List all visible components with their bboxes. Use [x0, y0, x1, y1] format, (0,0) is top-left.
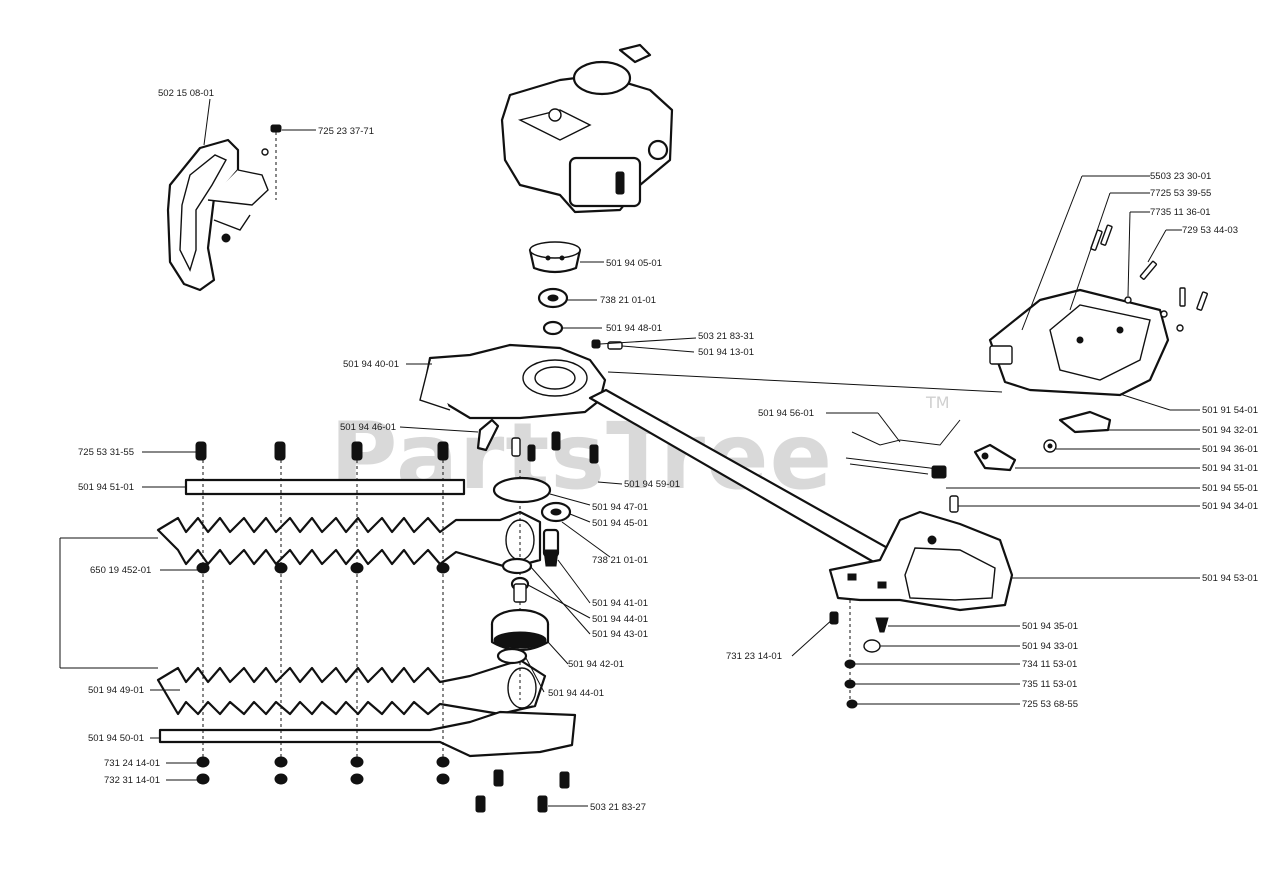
spring	[1043, 439, 1057, 453]
bottom-nuts	[196, 756, 450, 785]
label-cover-screw-c: 7735 11 36-01	[1150, 207, 1211, 218]
main-gear	[490, 608, 550, 652]
label-main-gear: 501 94 42-01	[568, 659, 624, 670]
label-handle-nut: 731 23 14-01	[726, 651, 782, 662]
label-throttle-cable: 501 94 56-01	[758, 408, 814, 419]
label-bearing-nut: 501 94 45-01	[592, 518, 648, 529]
label-rear-handle: 501 94 53-01	[1202, 573, 1258, 584]
blade-upper-teeth	[156, 510, 542, 570]
gear-housing	[419, 343, 607, 420]
label-washer-c: 725 53 68-55	[1022, 699, 1078, 710]
label-gear-housing: 501 94 40-01	[343, 359, 399, 370]
label-washer-b: 735 11 53-01	[1022, 679, 1077, 690]
label-washer-upper: 501 94 48-01	[606, 323, 662, 334]
label-bearing-upper: 738 21 01-01	[600, 295, 656, 306]
label-eccentric-upper: 501 94 44-01	[592, 614, 648, 625]
label-screw-plug: 503 21 83-31	[698, 331, 754, 342]
label-stop-switch: 501 94 55-01	[1202, 483, 1258, 494]
housing-screws	[511, 431, 599, 464]
lock-lever	[973, 443, 1017, 472]
label-spacer: 650 19 452-01	[90, 565, 151, 576]
label-eccentric-washer: 501 94 43-01	[592, 629, 648, 640]
label-blade-lower: 501 94 50-01	[88, 733, 144, 744]
bottom-screws	[475, 769, 570, 813]
label-housing-screw: 501 94 59-01	[624, 479, 680, 490]
label-blade-upper: 501 94 49-01	[88, 685, 144, 696]
screw-plug	[591, 339, 601, 349]
blade-lower-teeth	[156, 658, 547, 716]
rear-handle	[828, 510, 1014, 612]
label-nut-bottom: 732 31 14-01	[104, 775, 160, 786]
label-support-plate: 501 94 51-01	[78, 482, 134, 493]
label-pinion: 501 94 41-01	[592, 598, 648, 609]
label-handle-bushing: 501 94 33-01	[1022, 641, 1078, 652]
throttle-cable	[845, 419, 961, 479]
clutch-drum	[528, 241, 582, 274]
bearing-lower	[540, 501, 572, 523]
label-cover-screw-d: 729 53 44-03	[1182, 225, 1238, 236]
label-spring: 501 94 36-01	[1202, 444, 1258, 455]
label-bottom-screw: 503 21 83-27	[590, 802, 646, 813]
part-labels: 502 15 08-01 725 23 37-71 501 94 05-01 7…	[78, 88, 1258, 813]
trigger-screw	[949, 495, 959, 513]
label-clutch-drum: 501 94 05-01	[606, 258, 662, 269]
alignment-lines	[59, 460, 521, 760]
washer-upper	[542, 320, 564, 336]
label-cover-disc: 501 94 47-01	[592, 502, 648, 513]
engine	[500, 43, 674, 214]
front-handle	[166, 124, 282, 292]
pinion	[542, 528, 560, 567]
label-lock-lever: 501 94 31-01	[1202, 463, 1258, 474]
label-washer-a: 734 11 53-01	[1022, 659, 1077, 670]
label-eccentric-lower: 501 94 44-01	[548, 688, 604, 699]
engine-cover	[988, 288, 1170, 397]
blade-top-screws	[195, 441, 449, 461]
cover-screws	[1090, 224, 1208, 332]
label-handle-front: 502 15 08-01	[158, 88, 214, 99]
bearing-upper	[537, 287, 569, 309]
guard-clip	[476, 418, 500, 452]
bottom-plate	[158, 710, 577, 758]
eccentric-washer	[501, 557, 533, 575]
label-handle-bolt: 501 94 35-01	[1022, 621, 1078, 632]
label-bearing-lower: 738 21 01-01	[592, 555, 648, 566]
cover-disc	[492, 476, 552, 504]
label-engine-cover: 501 91 54-01	[1202, 405, 1258, 416]
label-cover-screw-b: 7725 53 39-55	[1150, 188, 1211, 199]
label-cover-screw-a: 5503 23 30-01	[1150, 171, 1211, 182]
label-washer-bottom: 731 24 14-01	[104, 758, 160, 769]
label-blade-screw: 725 53 31-55	[78, 447, 134, 458]
label-screw-housing: 501 94 13-01	[698, 347, 754, 358]
eccentric-lower	[496, 647, 528, 665]
support-plate	[184, 478, 466, 496]
watermark-trademark: TM	[925, 393, 950, 412]
label-handle-screw: 725 23 37-71	[318, 126, 374, 137]
label-guard-clip: 501 94 46-01	[340, 422, 396, 433]
handle-fasteners	[829, 611, 889, 709]
label-throttle-lever: 501 94 32-01	[1202, 425, 1258, 436]
eccentric-upper	[510, 576, 530, 603]
label-trigger-screw: 501 94 34-01	[1202, 501, 1258, 512]
throttle-lever	[1058, 410, 1112, 434]
